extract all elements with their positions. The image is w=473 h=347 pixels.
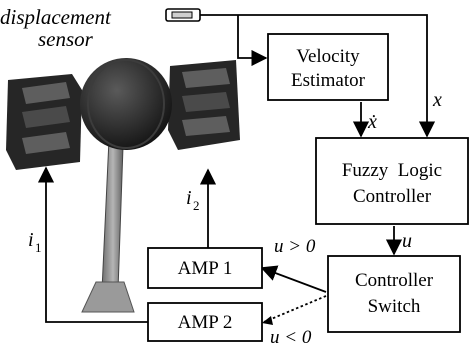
signal-i1-sub: 1 (35, 240, 42, 255)
bearing-illustration (6, 58, 240, 313)
fuzzy-line1: Fuzzy Logic (342, 160, 442, 181)
wire-switch-to-amp2 (263, 295, 327, 323)
signal-x-dot: ẋ (367, 111, 377, 133)
signal-i1: i 1 (28, 229, 42, 255)
signal-i2: i 2 (186, 187, 200, 213)
signal-i2-base: i (186, 187, 192, 209)
arrowhead-amp2 (262, 316, 273, 325)
sensor-label-line2: sensor (38, 27, 94, 51)
fuzzy-logic-controller-block: Fuzzy Logic Controller (315, 137, 469, 225)
left-electromagnet (6, 74, 82, 170)
wire-to-velocity (237, 15, 268, 67)
signal-x: x (432, 89, 442, 111)
amp2-block: AMP 2 (147, 302, 263, 342)
rotor (80, 58, 172, 150)
signal-u-positive: u > 0 (274, 236, 316, 257)
velocity-estimator-block: Velocity Estimator (267, 33, 389, 101)
velocity-estimator-line2: Estimator (291, 70, 366, 91)
controller-switch-block: Controller Switch (327, 255, 461, 333)
wire-switch-to-amp1 (260, 265, 327, 293)
right-electromagnet (168, 60, 240, 150)
amp2-label: AMP 2 (178, 312, 233, 333)
signal-u-negative: u < 0 (270, 327, 312, 347)
displacement-sensor (165, 8, 201, 22)
amp1-block: AMP 1 (147, 247, 263, 289)
wire-sensor-bus (200, 14, 436, 138)
signal-i2-sub: 2 (193, 198, 200, 213)
fuzzy-line2: Controller (353, 186, 432, 207)
amp1-label: AMP 1 (178, 258, 233, 279)
signal-u: u (402, 230, 412, 252)
sensor-label-line1: displacement (0, 5, 112, 29)
switch-line2: Switch (368, 296, 421, 317)
shaft-base (81, 281, 135, 313)
velocity-estimator-line1: Velocity (296, 46, 360, 67)
signal-i1-base: i (28, 229, 34, 251)
wire-i1 (37, 166, 148, 323)
switch-line1: Controller (355, 270, 434, 291)
